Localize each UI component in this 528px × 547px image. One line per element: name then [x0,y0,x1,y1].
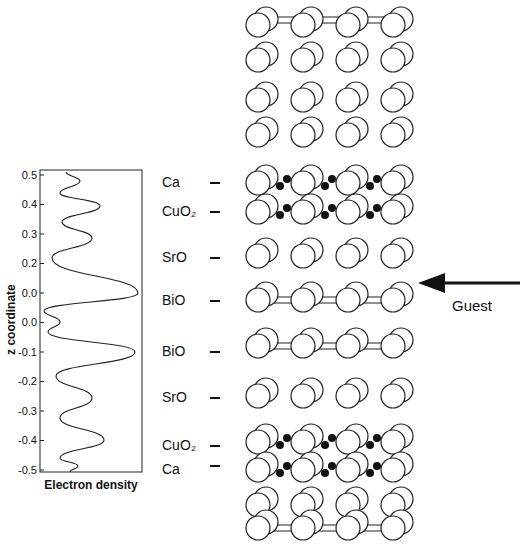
tick-label: -0.3 [18,405,37,417]
layer-label: SrO [162,250,187,265]
layer-label: Ca [162,462,180,477]
layer-label: CuO₂ [162,204,196,219]
axis-title: z coordinate [4,285,17,356]
layer-ticks [210,183,220,466]
density-curve [44,172,138,472]
tick-label: 0.4 [22,198,37,210]
axis-title: Electron density [44,479,137,492]
tick-label: -0.4 [18,434,37,446]
layer-label: Ca [162,175,180,190]
layer-label: SrO [162,390,187,405]
layer-label: BiO [162,293,185,308]
tick-label: 0.3 [22,228,37,240]
tick-label: -0.5 [18,464,37,476]
layer-label: BiO [162,344,185,359]
tick-label: 0.0 [22,316,37,328]
plot-frame [40,170,142,472]
guest-label: Guest [452,298,492,315]
crystal-structure [246,7,413,540]
tick-label: 0.0 [22,287,37,299]
tick-label: -0.1 [18,346,37,358]
layer-label: CuO₂ [162,438,196,453]
tick-label: 0.2 [22,257,37,269]
tick-label: -0.2 [18,375,37,387]
guest-arrow [418,273,520,293]
tick-label: 0.5 [22,169,37,181]
